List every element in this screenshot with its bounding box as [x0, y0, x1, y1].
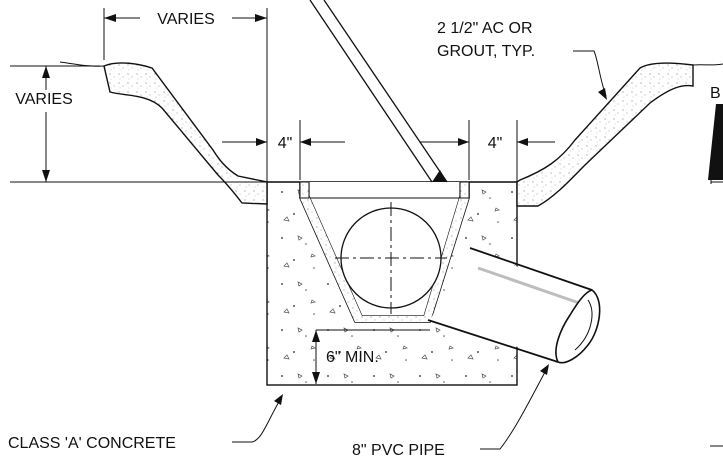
left-varies-dimension: VARIES — [10, 65, 267, 183]
inclined-bar — [309, 0, 448, 183]
min-6in-label: 6" MIN. — [326, 349, 379, 366]
section-marker: B — [708, 85, 723, 447]
left-4in-label: 4" — [278, 135, 293, 152]
pipe-callout: 8" PVC PIPE — [352, 364, 549, 459]
section-letter: B — [710, 85, 721, 102]
pipe-section-circle — [335, 202, 447, 314]
top-varies-dimension: VARIES — [103, 8, 268, 182]
ac-grout-label-line2: GROUT, TYP. — [437, 43, 535, 60]
pvc-pipe — [427, 247, 601, 364]
ac-grout-label-line1: 2 1/2" AC OR — [437, 20, 533, 37]
ac-grout-callout: 2 1/2" AC OR GROUT, TYP. — [437, 20, 607, 100]
left-4in-dimension: 4" — [222, 120, 345, 180]
min-6in-dimension: 6" MIN. — [312, 329, 430, 384]
left-ac-swale — [59, 61, 268, 205]
pipe-label: 8" PVC PIPE — [352, 442, 445, 459]
concrete-label: CLASS 'A' CONCRETE — [8, 435, 176, 452]
right-4in-dimension: 4" — [420, 120, 555, 182]
top-varies-label: VARIES — [157, 11, 215, 28]
concrete-callout: CLASS 'A' CONCRETE — [8, 394, 283, 452]
left-varies-label: VARIES — [15, 91, 73, 108]
right-ac-swale — [516, 62, 723, 207]
right-4in-label: 4" — [488, 135, 503, 152]
